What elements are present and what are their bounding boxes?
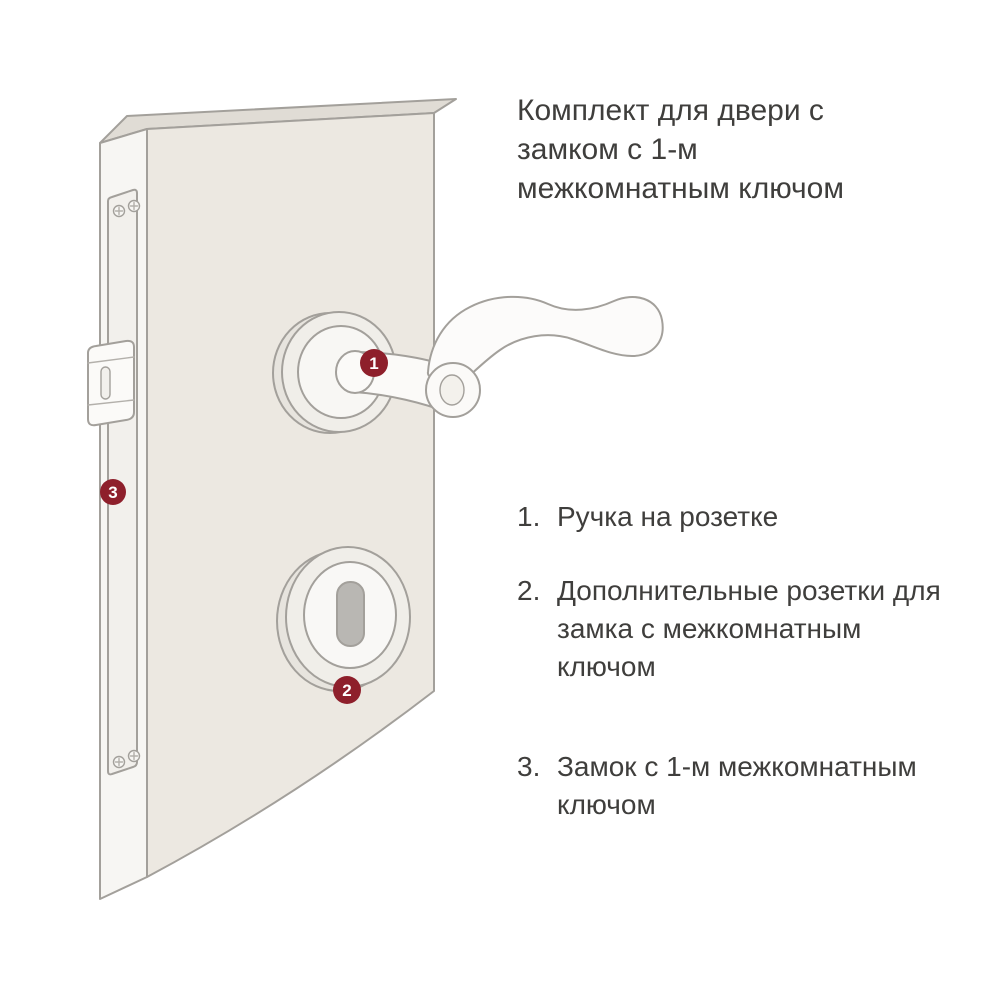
- marker-2-circle: [333, 676, 361, 704]
- marker-2-label: 2: [342, 681, 351, 700]
- legend-line: ключом: [557, 651, 656, 682]
- legend-number-2: 2.: [517, 575, 541, 606]
- legend-line: Замок с 1-м межкомнатным: [557, 751, 917, 782]
- door-slab: [99, 98, 457, 900]
- legend-number-1: 1.: [517, 501, 541, 532]
- title-line: замком с 1-м: [517, 133, 698, 166]
- marker-3-label: 3: [108, 483, 117, 502]
- marker-2: 2: [333, 676, 361, 704]
- title-line: межкомнатным ключом: [517, 172, 844, 205]
- screw-icon: [127, 199, 141, 213]
- legend-text-2: Дополнительные розетки для замка с межко…: [557, 572, 941, 686]
- handle-boss-inner: [439, 374, 465, 406]
- screw-icon: [112, 755, 126, 769]
- latch-bolt: [87, 339, 135, 427]
- diagram-title: Комплект для двери с замком с 1-м межком…: [517, 91, 844, 208]
- latch-bottom-line: [87, 399, 135, 406]
- legend-number-3: 3.: [517, 751, 541, 782]
- marker-1: 1: [360, 349, 388, 377]
- key-rosette: [276, 546, 411, 692]
- legend-line: замка с межкомнатным: [557, 613, 862, 644]
- legend-item-1: 1. Ручка на розетке: [517, 498, 778, 536]
- faceplate-plate: [107, 188, 138, 776]
- keyhole-slot: [336, 581, 365, 647]
- legend-line: Дополнительные розетки для: [557, 575, 941, 606]
- marker-3: 3: [100, 479, 126, 505]
- marker-3-circle: [100, 479, 126, 505]
- legend-item-3: 3. Замок с 1-м межкомнатным ключом: [517, 748, 917, 824]
- legend-line: Ручка на розетке: [557, 501, 779, 532]
- legend-text-3: Замок с 1-м межкомнатным ключом: [557, 748, 917, 824]
- door-lock-diagram: 1 2 3: [87, 98, 664, 900]
- legend-text-1: Ручка на розетке: [557, 498, 778, 536]
- door-front-face: [146, 112, 435, 878]
- lock-faceplate: [107, 188, 141, 776]
- legend-item-2: 2. Дополнительные розетки для замка с ме…: [517, 572, 941, 686]
- latch-top-line: [87, 356, 135, 364]
- latch-body: [87, 339, 135, 427]
- screw-icon: [112, 204, 126, 218]
- handle-on-rosette: [272, 295, 664, 434]
- screw-icon: [127, 749, 141, 763]
- legend-line: ключом: [557, 789, 656, 820]
- title-line: Комплект для двери с: [517, 94, 824, 127]
- marker-1-circle: [360, 349, 388, 377]
- marker-1-label: 1: [369, 354, 378, 373]
- latch-slot: [100, 366, 111, 400]
